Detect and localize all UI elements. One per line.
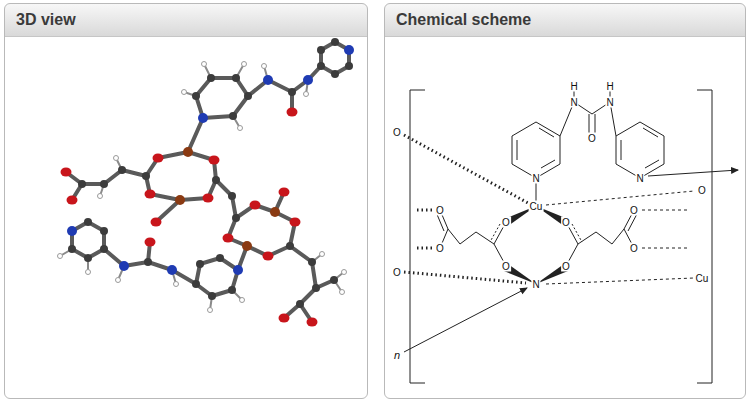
atom-label: H <box>605 81 614 92</box>
atom-label: O <box>697 185 707 196</box>
atom-label: O <box>392 267 402 278</box>
atom-label: H <box>569 81 578 92</box>
atom-label: O <box>629 205 639 216</box>
atom-label: O <box>435 243 445 254</box>
atom-label: O <box>587 133 597 144</box>
atom-label: Cu <box>695 273 710 284</box>
panel-heading: 3D view <box>16 11 76 29</box>
atom-label: O <box>392 127 402 138</box>
atom-label: O <box>561 217 571 228</box>
panel-heading: Chemical scheme <box>396 11 531 29</box>
atom-label: O <box>629 243 639 254</box>
atom-label: O <box>561 261 571 272</box>
view-panel: Chemical scheme <box>384 3 746 399</box>
atom-label: N <box>569 97 578 108</box>
atom-label: N <box>531 173 540 184</box>
atom-label: O <box>435 205 445 216</box>
atom-label: N <box>605 97 614 108</box>
atom-label: N <box>531 279 540 290</box>
view-panel: 3D view <box>4 3 368 399</box>
atom-label: O <box>501 261 511 272</box>
atom-label: N <box>635 173 644 184</box>
atom-label: O <box>501 217 511 228</box>
atom-label: n <box>393 350 401 361</box>
atom-label: Cu <box>529 201 544 212</box>
